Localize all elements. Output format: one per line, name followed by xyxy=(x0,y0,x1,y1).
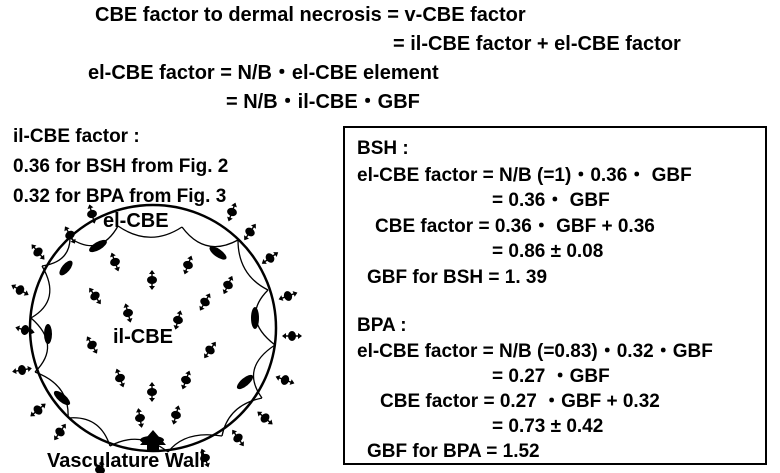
equation-line-1: CBE factor to dermal necrosis = v-CBE fa… xyxy=(95,4,526,26)
boron-marker-icon xyxy=(222,275,234,295)
il-factor-bsh: 0.36 for BSH from Fig. 2 xyxy=(13,156,229,177)
vasculature-wall-label: Vasculature Wall xyxy=(47,450,206,472)
boron-marker-icon xyxy=(147,382,157,402)
boron-marker-icon xyxy=(171,405,181,425)
bsh-line-5: GBF for BSH = 1. 39 xyxy=(367,267,548,288)
il-cbe-label: il-CBE xyxy=(113,326,173,348)
boron-marker-icon xyxy=(135,408,145,428)
boron-marker-icon xyxy=(31,244,45,260)
boron-marker-icon xyxy=(244,223,256,241)
inner-boron-markers xyxy=(86,252,234,428)
boron-marker-icon xyxy=(257,411,273,425)
bpa-line-1: el-CBE factor = N/B (=0.83)・0.32・GBF xyxy=(357,341,713,362)
bsh-line-4: = 0.86 ± 0.08 xyxy=(492,241,604,262)
equation-line-2: = il-CBE factor + el-CBE factor xyxy=(393,33,681,55)
boron-marker-icon xyxy=(181,370,191,390)
boron-marker-icon xyxy=(173,310,183,330)
bsh-title: BSH : xyxy=(357,138,409,159)
bsh-line-3: CBE factor = 0.36・ GBF + 0.36 xyxy=(375,216,655,237)
boron-marker-icon xyxy=(282,331,302,341)
boron-marker-icon xyxy=(87,204,97,224)
equation-line-3: el-CBE factor = N/B・el-CBE element xyxy=(88,62,439,84)
bpa-line-4: = 0.73 ± 0.42 xyxy=(492,416,604,437)
boron-marker-icon xyxy=(54,423,66,441)
boron-marker-icon xyxy=(200,448,210,468)
boron-marker-icon xyxy=(30,403,46,417)
bsh-line-1: el-CBE factor = N/B (=1)・0.36・ GBF xyxy=(357,165,692,186)
boron-marker-icon xyxy=(115,368,125,388)
equation-line-4: = N/B・il-CBE・GBF xyxy=(226,91,420,113)
el-cbe-label: el-CBE xyxy=(103,210,169,232)
boron-marker-icon xyxy=(199,293,211,311)
boron-marker-icon xyxy=(15,325,35,335)
bpa-line-3: CBE factor = 0.27 ・GBF + 0.32 xyxy=(380,391,660,412)
boron-marker-icon xyxy=(261,252,279,264)
wall-arrow-icon xyxy=(140,430,166,452)
boron-marker-icon xyxy=(183,255,193,275)
outer-boron-markers xyxy=(11,202,302,473)
boron-marker-icon xyxy=(123,303,133,323)
boron-marker-icon xyxy=(110,252,120,272)
boron-marker-icon xyxy=(11,284,29,296)
boron-marker-icon xyxy=(278,291,298,301)
bpa-title: BPA : xyxy=(357,315,407,336)
boron-marker-icon xyxy=(95,460,105,473)
il-factor-heading: il-CBE factor : xyxy=(13,126,140,147)
boron-marker-icon xyxy=(232,429,244,447)
results-box: BSH : el-CBE factor = N/B (=1)・0.36・ GBF… xyxy=(343,126,767,465)
boron-marker-icon xyxy=(12,365,32,375)
bsh-line-2: = 0.36・ GBF xyxy=(492,190,610,211)
boron-marker-icon xyxy=(204,341,216,359)
bpa-line-2: = 0.27 ・GBF xyxy=(492,366,610,387)
boron-marker-icon xyxy=(147,270,157,290)
boron-marker-icon xyxy=(275,375,295,385)
boron-marker-icon xyxy=(86,336,98,354)
bpa-line-5: GBF for BPA = 1.52 xyxy=(367,441,540,462)
boron-marker-icon xyxy=(64,226,76,244)
boron-marker-icon xyxy=(89,287,101,305)
boron-marker-icon xyxy=(227,202,237,222)
il-factor-bpa: 0.32 for BPA from Fig. 3 xyxy=(13,186,227,207)
